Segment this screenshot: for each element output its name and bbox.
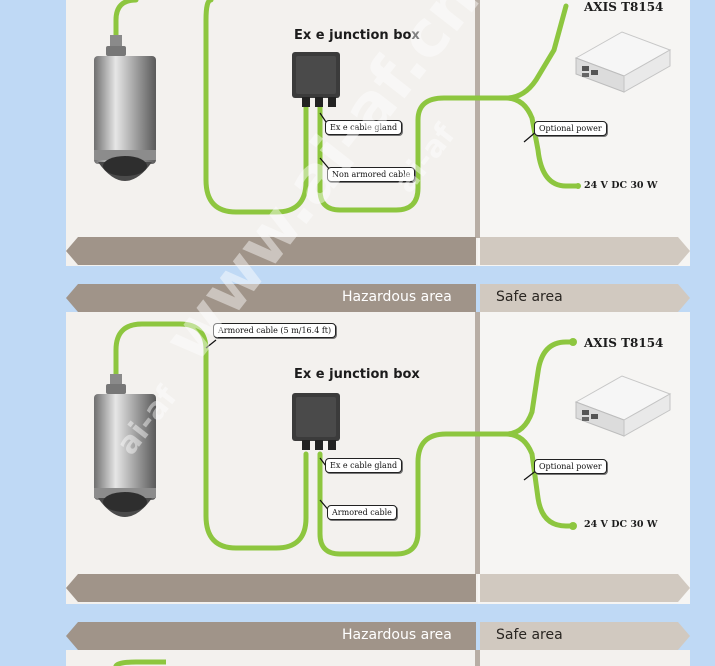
hazardous-area-label: Hazardous area — [342, 627, 452, 643]
area-band-3: Hazardous area Safe area — [66, 622, 690, 650]
power-spec: 24 V DC 30 W — [584, 519, 658, 530]
armored-cable-length-callout: Armored cable (5 m/16.4 ft) — [213, 323, 337, 338]
optional-power-callout: Optional power — [534, 459, 607, 474]
panel-2-bottom-band — [66, 574, 690, 602]
green-cables — [113, 321, 574, 557]
diagram-2-canvas — [94, 312, 690, 604]
diagram-panel-2: Armored cable (5 m/16.4 ft) Ex e junctio… — [66, 312, 690, 604]
safe-area-label: Safe area — [496, 627, 563, 643]
explosion-protected-camera — [94, 374, 156, 517]
diagram-panel-1: Ex e junction box AXIS T8154 Ex e cable … — [66, 0, 690, 266]
gland-callout: Ex e cable gland — [325, 458, 403, 473]
axis-t8154-device — [574, 31, 672, 93]
explosion-protected-camera — [94, 35, 156, 181]
junction-box — [292, 52, 340, 107]
optional-power-callout: Optional power — [534, 121, 607, 136]
cable-callout: Armored cable — [327, 505, 397, 520]
diagram-panel-3 — [66, 650, 690, 666]
panel-1-bottom-band — [66, 237, 690, 265]
band-3-shapes — [66, 622, 690, 650]
power-spec: 24 V DC 30 W — [584, 180, 658, 191]
band-2-shapes — [66, 284, 690, 312]
gland-callout: Ex e cable gland — [325, 120, 403, 135]
hazardous-area-label: Hazardous area — [342, 289, 452, 305]
product-name: AXIS T8154 — [584, 0, 664, 14]
safe-area-label: Safe area — [496, 289, 563, 305]
area-band-2: Hazardous area Safe area — [66, 284, 690, 312]
axis-t8154-device — [574, 375, 672, 437]
product-name: AXIS T8154 — [584, 336, 664, 350]
junction-box-title: Ex e junction box — [294, 367, 420, 382]
junction-box — [292, 393, 340, 450]
diagram-3-canvas — [113, 650, 480, 666]
green-cables — [113, 0, 581, 215]
junction-box-title: Ex e junction box — [294, 28, 420, 43]
cable-callout: Non armored cable — [327, 167, 416, 182]
diagram-1-canvas — [94, 0, 690, 266]
